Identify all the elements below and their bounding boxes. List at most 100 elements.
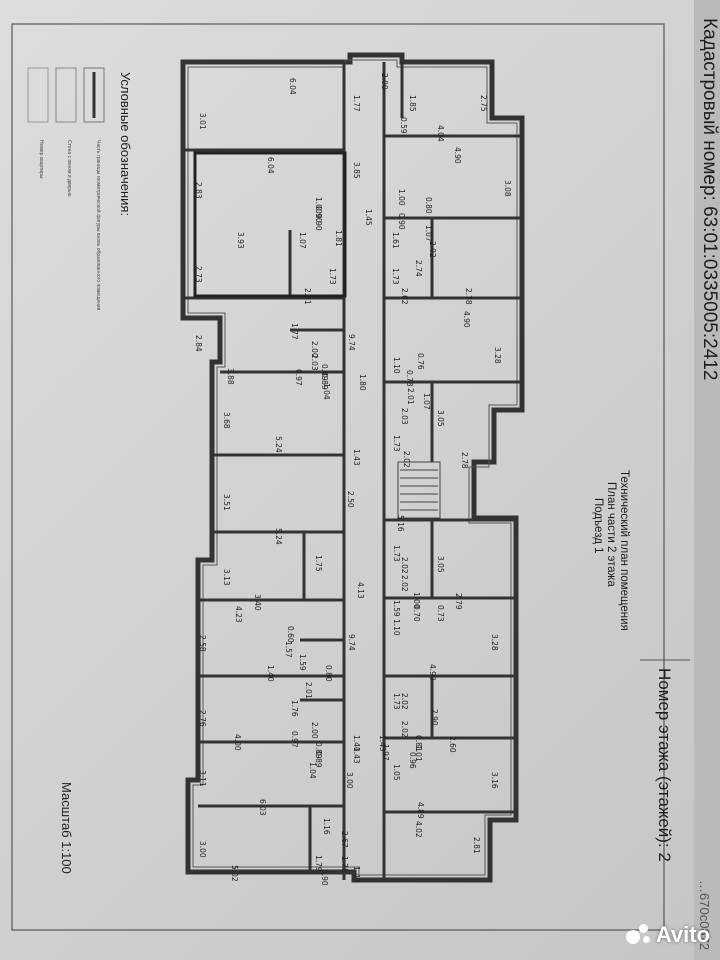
dimension-label: 2.03 [310,354,319,371]
dimension-label: 2.02 [402,451,411,468]
dimension-label: 4.90 [453,147,462,164]
building-outline [180,52,525,883]
dimension-label: 3.16 [490,772,499,789]
dimension-label: 3.05 [436,410,445,427]
plan-title-line1: Технический план помещения [618,470,630,631]
dimension-label: 2.79 [454,593,463,610]
wall-window-icon [55,67,77,123]
dimension-label: 0.89 [314,751,323,768]
dimension-label: 6.03 [258,799,267,816]
dimension-label: 9.74 [347,334,356,351]
stairwell [397,461,441,519]
legend-item-2: Стена с окном и дверью [66,140,72,197]
scale-label: Масштаб 1:100 [59,782,74,874]
dimension-label: 1.07 [424,225,433,242]
dimension-label: 4.02 [414,821,423,838]
dimension-label: 1.45 [364,209,373,226]
dimension-label: 1.40 [266,665,275,682]
dimension-label: 2.00 [310,341,319,358]
dimension-label: 3.51 [222,494,231,511]
dimension-label: 4.13 [356,582,365,599]
dimension-label: 0.70 [412,605,421,622]
dimension-label: 2.76 [198,710,207,727]
dimension-label: 1.40 [352,735,361,752]
dimension-label: 2.50 [346,491,355,508]
left-walls [183,148,344,872]
dimension-label: 4.00 [233,734,242,751]
dimension-label: 3.01 [198,113,207,130]
dimension-label: 3.00 [198,841,207,858]
legend-item-1: Часть границы геометрической фигуры внов… [95,140,101,311]
dimension-label: 0.90 [314,214,323,231]
page-edge [694,0,720,960]
dimension-label: 0.89 [320,373,329,390]
dimension-label: 0.90 [320,869,329,886]
dimension-label: 0.97 [294,369,303,386]
dimension-label: 1.01 [414,745,423,762]
dimension-label: 2.02 [400,721,409,738]
dimension-label: 0.90 [314,206,323,223]
dimension-label: 1.73 [392,693,401,710]
dimension-label: 1.77 [352,95,361,112]
highlighted-room [193,151,347,298]
dimension-label: 0.81 [414,735,423,752]
dimension-label: 2.00 [310,722,319,739]
dimension-label: 1.00 [397,189,406,206]
dimension-label: 1.75 [314,555,323,572]
dimension-label: 2.81 [472,837,481,854]
dimension-label: 1.43 [352,449,361,466]
dimension-label: 1.77 [290,323,299,340]
legend-item-3: Номер квартиры [38,140,44,179]
dimension-label: 2.02 [428,241,437,258]
legend-title: Условные обозначения: [118,72,133,217]
dimension-label: 1.59 [392,600,401,617]
dimension-label: 2.03 [400,408,409,425]
dimension-label: 3.88 [226,368,235,385]
dimension-label: 1.61 [391,232,400,249]
dimension-label: 4.90 [462,311,471,328]
dimension-label: 0.89 [320,364,329,381]
dimension-label: 3.28 [490,634,499,651]
dimension-label: 1.73 [392,545,401,562]
dimension-label: 1.79 [314,855,323,872]
dimension-label: 3.08 [503,180,512,197]
dimension-label: 1.76 [290,700,299,717]
dimension-label: 0.80 [424,197,433,214]
dimension-label: 6.04 [288,78,297,95]
cadastral-number: Кадастровый номер: 63:01:0335005:2412 [699,18,720,381]
avito-logo-icon [625,922,652,948]
dimension-label: 0.60 [286,626,295,643]
dimension-label: 1.57 [284,641,293,658]
dimension-label: 2.02 [400,575,409,592]
room-number-icon [27,67,49,123]
dimension-label: 3.93 [236,232,245,249]
dimension-label: 2.58 [198,635,207,652]
dimension-label: 2.74 [414,260,423,277]
dimension-label: 1.10 [392,619,401,636]
dimension-label: 2.02 [400,557,409,574]
dimension-label: 1.73 [328,268,337,285]
dimension-label: 1.97 [381,744,390,761]
dimension-label: 0.90 [397,213,406,230]
dimension-label: 2.02 [400,693,409,710]
dimension-label: 0.97 [290,731,299,748]
dimension-label: 1.73 [392,435,401,452]
dimension-label: 0.59 [399,117,408,134]
dimension-label: 2.01 [303,288,312,305]
dimension-label: 2.01 [406,388,415,405]
dimension-label: 2.02 [400,288,409,305]
dimension-label: 2.60 [448,736,457,753]
dimension-label: 1.43 [352,747,361,764]
dimension-label: 3.68 [222,412,231,429]
dimension-label: 0.73 [436,605,445,622]
dimension-label: 2.78 [464,288,473,305]
dimension-label: 2.90 [430,709,439,726]
dimension-label: 1.00 [314,197,323,214]
dimension-label: 2.00 [380,73,389,90]
dimension-label: 1.04 [308,762,317,779]
building-outline-inner [187,59,518,876]
dimension-label: 1.81 [334,230,343,247]
dimension-label: 4.90 [428,664,437,681]
plan-title-line3: Подъезд 1 [592,498,604,554]
